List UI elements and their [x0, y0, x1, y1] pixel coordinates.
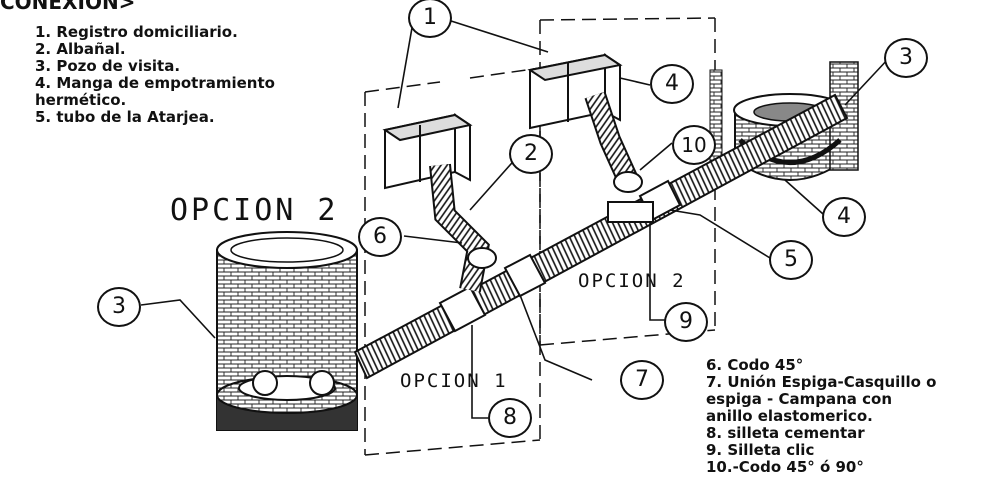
manhole-left	[216, 231, 358, 431]
lateral-pipe-left-ribs	[431, 164, 488, 292]
legend-top: 1. Registro domiciliario. 2. Albañal. 3.…	[35, 24, 275, 126]
callout-9: 9	[664, 302, 708, 342]
legend-item: 8. silleta cementar	[706, 424, 865, 442]
callout-10: 10	[672, 125, 716, 165]
callout-4-top: 4	[650, 64, 694, 104]
legend-item: espiga - Campana con	[706, 390, 893, 408]
legend-item: 1. Registro domiciliario.	[35, 23, 238, 41]
register-box-left	[382, 113, 473, 190]
elbow-45	[467, 247, 497, 269]
legend-item: 5. tubo de la Atarjea.	[35, 108, 215, 126]
register-box-right	[527, 53, 623, 130]
callout-4-right: 4	[822, 197, 866, 237]
legend-item: 7. Unión Espiga-Casquillo o	[706, 373, 937, 391]
callout-2: 2	[509, 134, 553, 174]
legend-item: 6. Codo 45°	[706, 356, 804, 374]
opcion2-box-label: OPCION 2	[578, 270, 686, 292]
callout-3-right: 3	[884, 38, 928, 78]
callout-7: 7	[620, 360, 664, 400]
legend-item: 10.-Codo 45° ó 90°	[706, 458, 864, 476]
saddle-clic	[607, 201, 654, 223]
legend-bottom: 6. Codo 45° 7. Unión Espiga-Casquillo o …	[706, 357, 936, 476]
legend-item: hermético.	[35, 91, 127, 109]
legend-item: anillo elastomerico.	[706, 407, 873, 425]
opcion2-title: OPCION 2	[170, 193, 339, 228]
leader-lines	[140, 19, 890, 419]
legend-item: 3. Pozo de visita.	[35, 57, 181, 75]
callout-8: 8	[488, 398, 532, 438]
legend-item: 2. Albañal.	[35, 40, 126, 58]
elbow-45-90	[613, 171, 643, 193]
callout-6: 6	[358, 217, 402, 257]
opcion1-box-label: OPCION 1	[400, 370, 508, 392]
title-fragment: CONEXIÓN>	[0, 0, 136, 14]
callout-5: 5	[769, 240, 813, 280]
legend-item: 4. Manga de empotramiento	[35, 74, 275, 92]
main-sewer-pipe	[353, 93, 849, 380]
callout-3-left: 3	[97, 287, 141, 327]
legend-item: 9. Silleta clic	[706, 441, 815, 459]
option1-frame	[364, 67, 541, 456]
callout-1: 1	[408, 0, 452, 38]
